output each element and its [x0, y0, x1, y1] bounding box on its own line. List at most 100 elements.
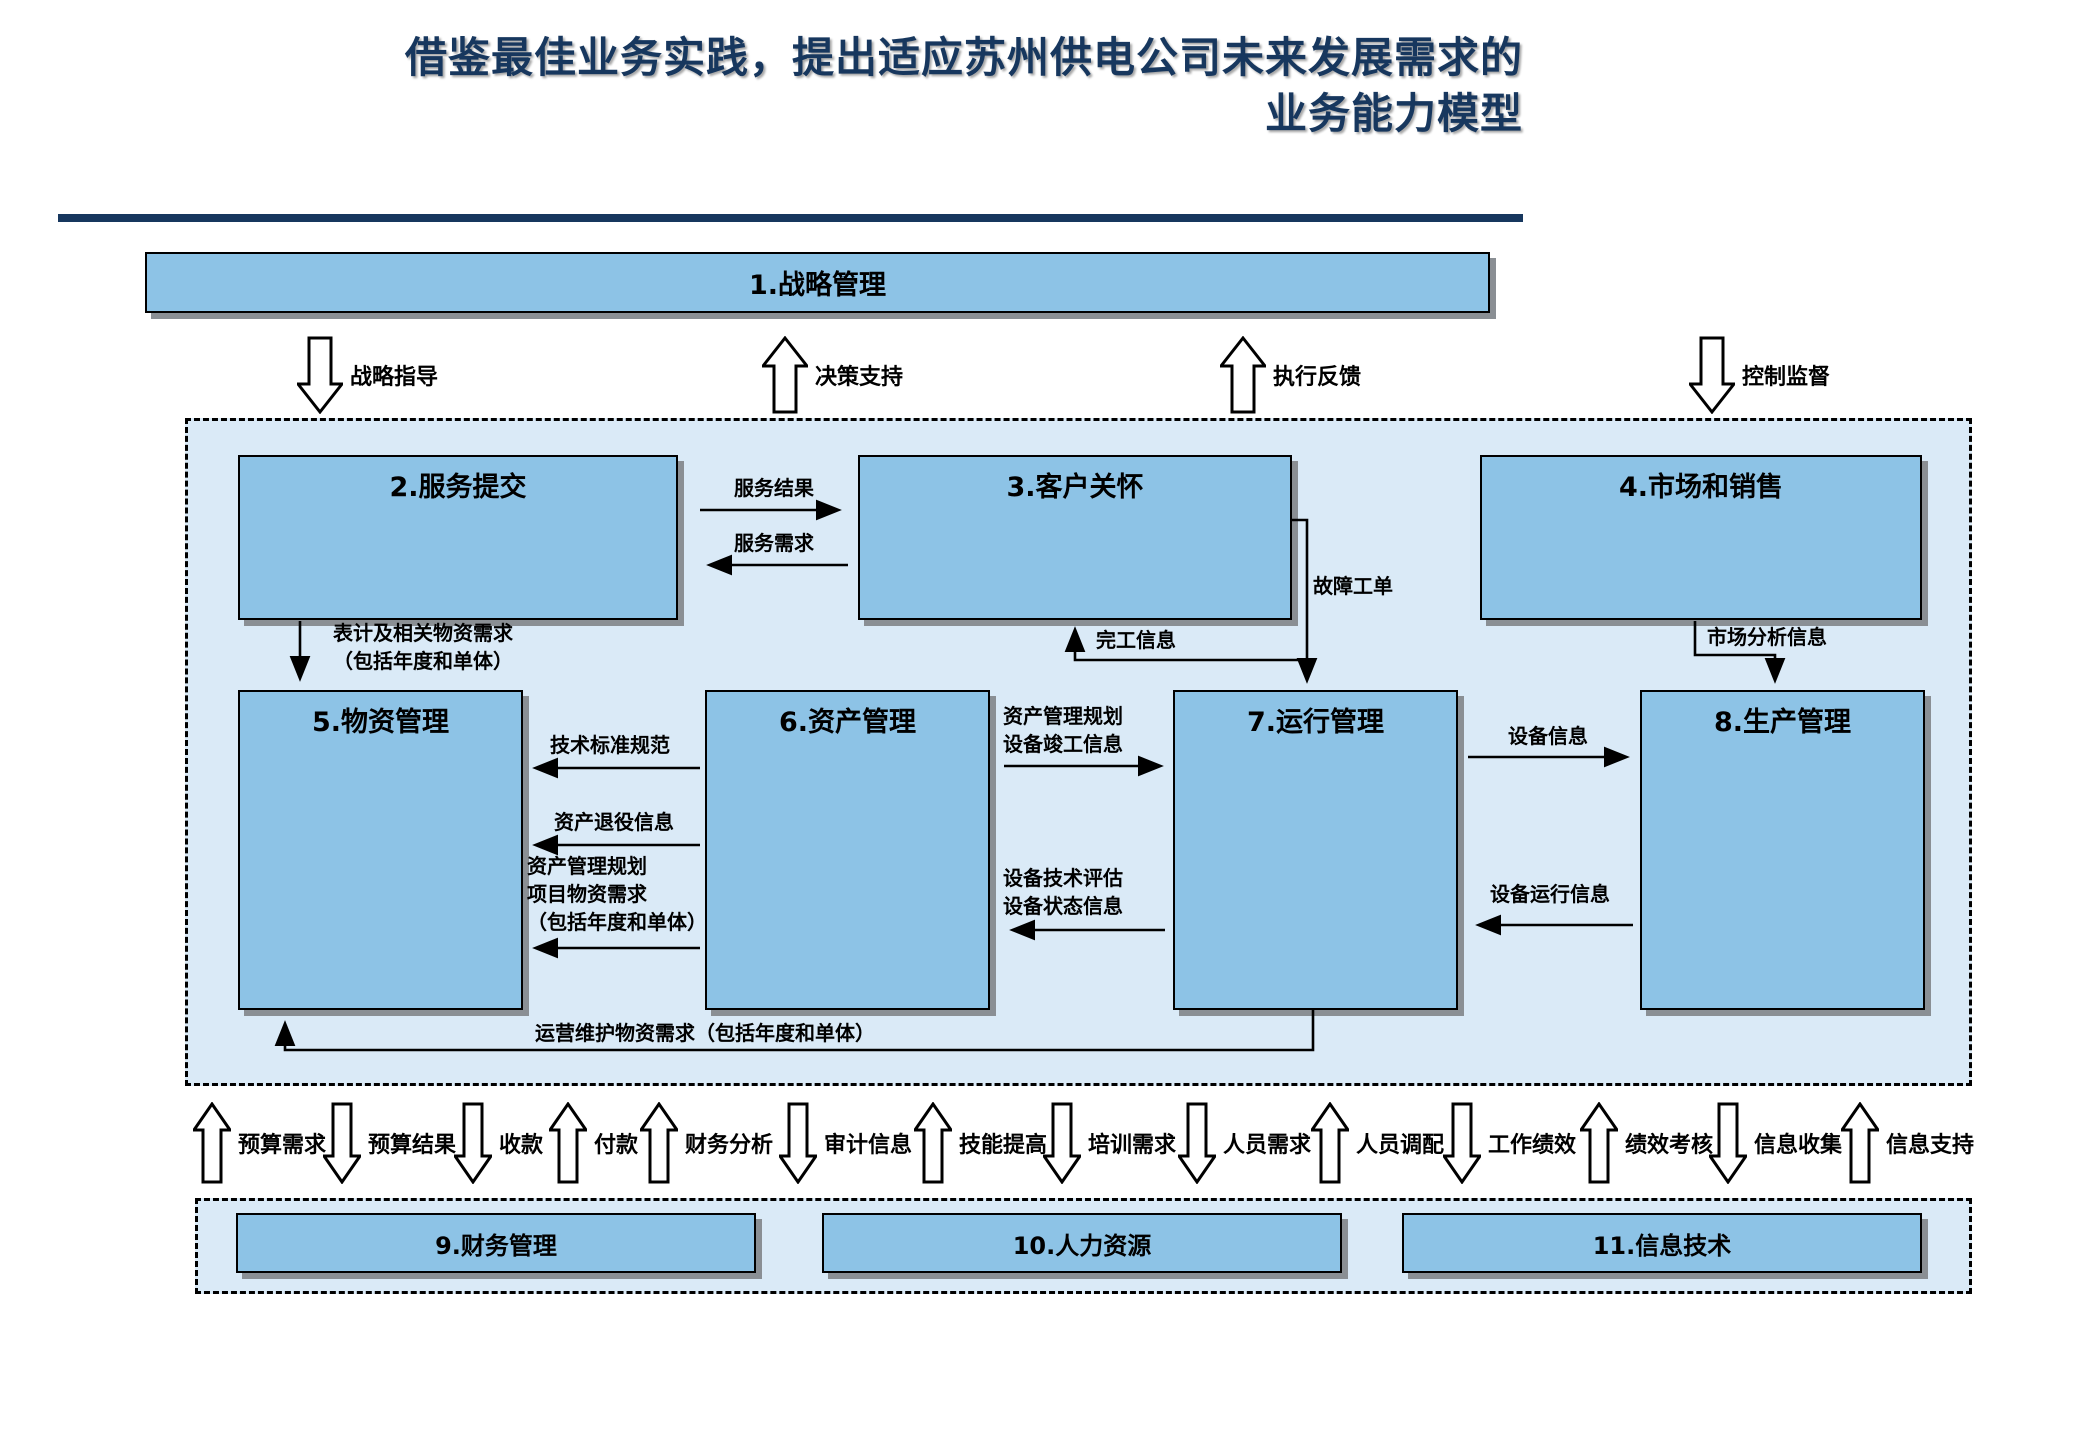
flow-label: 执行反馈 [1273, 365, 1362, 390]
flow-label: 财务分析 [685, 1133, 774, 1158]
flow-label: 技能提高 [959, 1133, 1048, 1158]
box-financial-management-label: 9.财务管理 [435, 1231, 557, 1260]
box-strategy-management: 1.战略管理 [145, 252, 1490, 313]
flow-training-demand: 培训需求 [1043, 1102, 1176, 1184]
down-block-arrow-icon [297, 336, 343, 414]
project-demand-line3: （包括年度和单体） [527, 910, 707, 934]
down-block-arrow-icon [1689, 336, 1735, 414]
equip-eval-line2: 设备状态信息 [1003, 894, 1123, 918]
flow-label: 控制监督 [1742, 365, 1831, 390]
meter-demand-line1: 表计及相关物资需求 [333, 621, 513, 645]
equip-run-info-label: 设备运行信息 [1490, 882, 1610, 906]
page-title: 借鉴最佳业务实践，提出适应苏州供电公司未来发展需求的 业务能力模型 [380, 30, 1523, 142]
equip-eval-label: 设备技术评估 设备状态信息 [1003, 864, 1123, 920]
flow-label: 预算结果 [368, 1133, 457, 1158]
flow-personnel-allocation: 人员调配 [1311, 1102, 1444, 1184]
up-block-arrow-icon [1841, 1102, 1879, 1184]
meter-demand-line2: （包括年度和单体） [333, 649, 513, 673]
flow-personnel-demand: 人员需求 [1178, 1102, 1311, 1184]
completion-info-label: 完工信息 [1096, 628, 1176, 652]
up-block-arrow-icon [1580, 1102, 1618, 1184]
box-information-technology-label: 11.信息技术 [1592, 1231, 1732, 1260]
down-block-arrow-icon [454, 1102, 492, 1184]
flow-financial-analysis: 财务分析 [640, 1102, 773, 1184]
box-asset-management-label: 6.资产管理 [778, 707, 917, 738]
flow-collection: 收款 [454, 1102, 543, 1184]
up-block-arrow-icon [640, 1102, 678, 1184]
box-information-technology: 11.信息技术 [1402, 1213, 1922, 1273]
box-materials-management-label: 5.物资管理 [311, 707, 450, 738]
project-demand-label: 资产管理规划 项目物资需求 （包括年度和单体） [527, 852, 707, 936]
flow-info-collection: 信息收集 [1709, 1102, 1842, 1184]
flow-label: 战略指导 [350, 365, 439, 390]
box-materials-management: 5.物资管理 [238, 690, 523, 1010]
flow-label: 工作绩效 [1488, 1133, 1577, 1158]
flow-budget-result: 预算结果 [323, 1102, 456, 1184]
down-block-arrow-icon [1043, 1102, 1081, 1184]
up-block-arrow-icon [762, 336, 808, 414]
flow-control-supervision: 控制监督 [1689, 336, 1830, 414]
flow-label: 审计信息 [824, 1133, 913, 1158]
flow-label: 预算需求 [238, 1133, 327, 1158]
flow-execution-feedback: 执行反馈 [1220, 336, 1361, 414]
up-block-arrow-icon [1311, 1102, 1349, 1184]
service-demand-label: 服务需求 [734, 531, 814, 555]
flow-label: 绩效考核 [1625, 1133, 1714, 1158]
box-human-resources: 10.人力资源 [822, 1213, 1342, 1273]
up-block-arrow-icon [193, 1102, 231, 1184]
flow-strategic-guidance: 战略指导 [297, 336, 438, 414]
title-divider [58, 214, 1523, 222]
down-block-arrow-icon [323, 1102, 361, 1184]
box-operations-management-label: 7.运行管理 [1246, 707, 1385, 738]
flow-info-support: 信息支持 [1841, 1102, 1974, 1184]
box-financial-management: 9.财务管理 [236, 1213, 756, 1273]
tech-standard-label: 技术标准规范 [550, 733, 670, 757]
box-service-delivery-label: 2.服务提交 [389, 472, 527, 503]
fault-order-label: 故障工单 [1313, 574, 1393, 598]
box-service-delivery: 2.服务提交 [238, 455, 678, 620]
up-block-arrow-icon [549, 1102, 587, 1184]
flow-label: 人员调配 [1356, 1133, 1445, 1158]
box-customer-care-label: 3.客户关怀 [1006, 472, 1144, 503]
flow-decision-support: 决策支持 [762, 336, 903, 414]
down-block-arrow-icon [1709, 1102, 1747, 1184]
asset-plan-line2: 设备竣工信息 [1003, 732, 1123, 756]
down-block-arrow-icon [1443, 1102, 1481, 1184]
down-block-arrow-icon [779, 1102, 817, 1184]
box-operations-management: 7.运行管理 [1173, 690, 1458, 1010]
flow-label: 信息支持 [1886, 1133, 1975, 1158]
flow-label: 付款 [594, 1133, 639, 1158]
box-customer-care: 3.客户关怀 [858, 455, 1292, 620]
box-production-management-label: 8.生产管理 [1713, 707, 1852, 738]
box-market-sales-label: 4.市场和销售 [1618, 472, 1784, 503]
flow-payment: 付款 [549, 1102, 638, 1184]
equip-info-label: 设备信息 [1508, 724, 1588, 748]
flow-audit-info: 审计信息 [779, 1102, 912, 1184]
box-asset-management: 6.资产管理 [705, 690, 990, 1010]
om-material-label: 运营维护物资需求（包括年度和单体） [535, 1021, 875, 1045]
down-block-arrow-icon [1178, 1102, 1216, 1184]
page-title-line2: 业务能力模型 [1264, 89, 1523, 138]
project-demand-line2: 项目物资需求 [527, 882, 647, 906]
asset-plan-label: 资产管理规划 设备竣工信息 [1003, 702, 1123, 758]
page-title-line1: 借鉴最佳业务实践，提出适应苏州供电公司未来发展需求的 [404, 33, 1523, 82]
flow-label: 信息收集 [1754, 1133, 1843, 1158]
flow-label: 人员需求 [1223, 1133, 1312, 1158]
flow-budget-demand: 预算需求 [193, 1102, 326, 1184]
box-human-resources-label: 10.人力资源 [1012, 1231, 1152, 1260]
up-block-arrow-icon [1220, 336, 1266, 414]
service-result-label: 服务结果 [734, 476, 814, 500]
asset-retire-label: 资产退役信息 [554, 810, 674, 834]
box-market-sales: 4.市场和销售 [1480, 455, 1922, 620]
flow-label: 收款 [499, 1133, 544, 1158]
project-demand-line1: 资产管理规划 [527, 854, 647, 878]
up-block-arrow-icon [914, 1102, 952, 1184]
flow-work-performance: 工作绩效 [1443, 1102, 1576, 1184]
flow-label: 决策支持 [815, 365, 904, 390]
asset-plan-line1: 资产管理规划 [1003, 704, 1123, 728]
flow-performance-assessment: 绩效考核 [1580, 1102, 1713, 1184]
box-production-management: 8.生产管理 [1640, 690, 1925, 1010]
equip-eval-line1: 设备技术评估 [1003, 866, 1123, 890]
market-analysis-label: 市场分析信息 [1707, 625, 1827, 649]
